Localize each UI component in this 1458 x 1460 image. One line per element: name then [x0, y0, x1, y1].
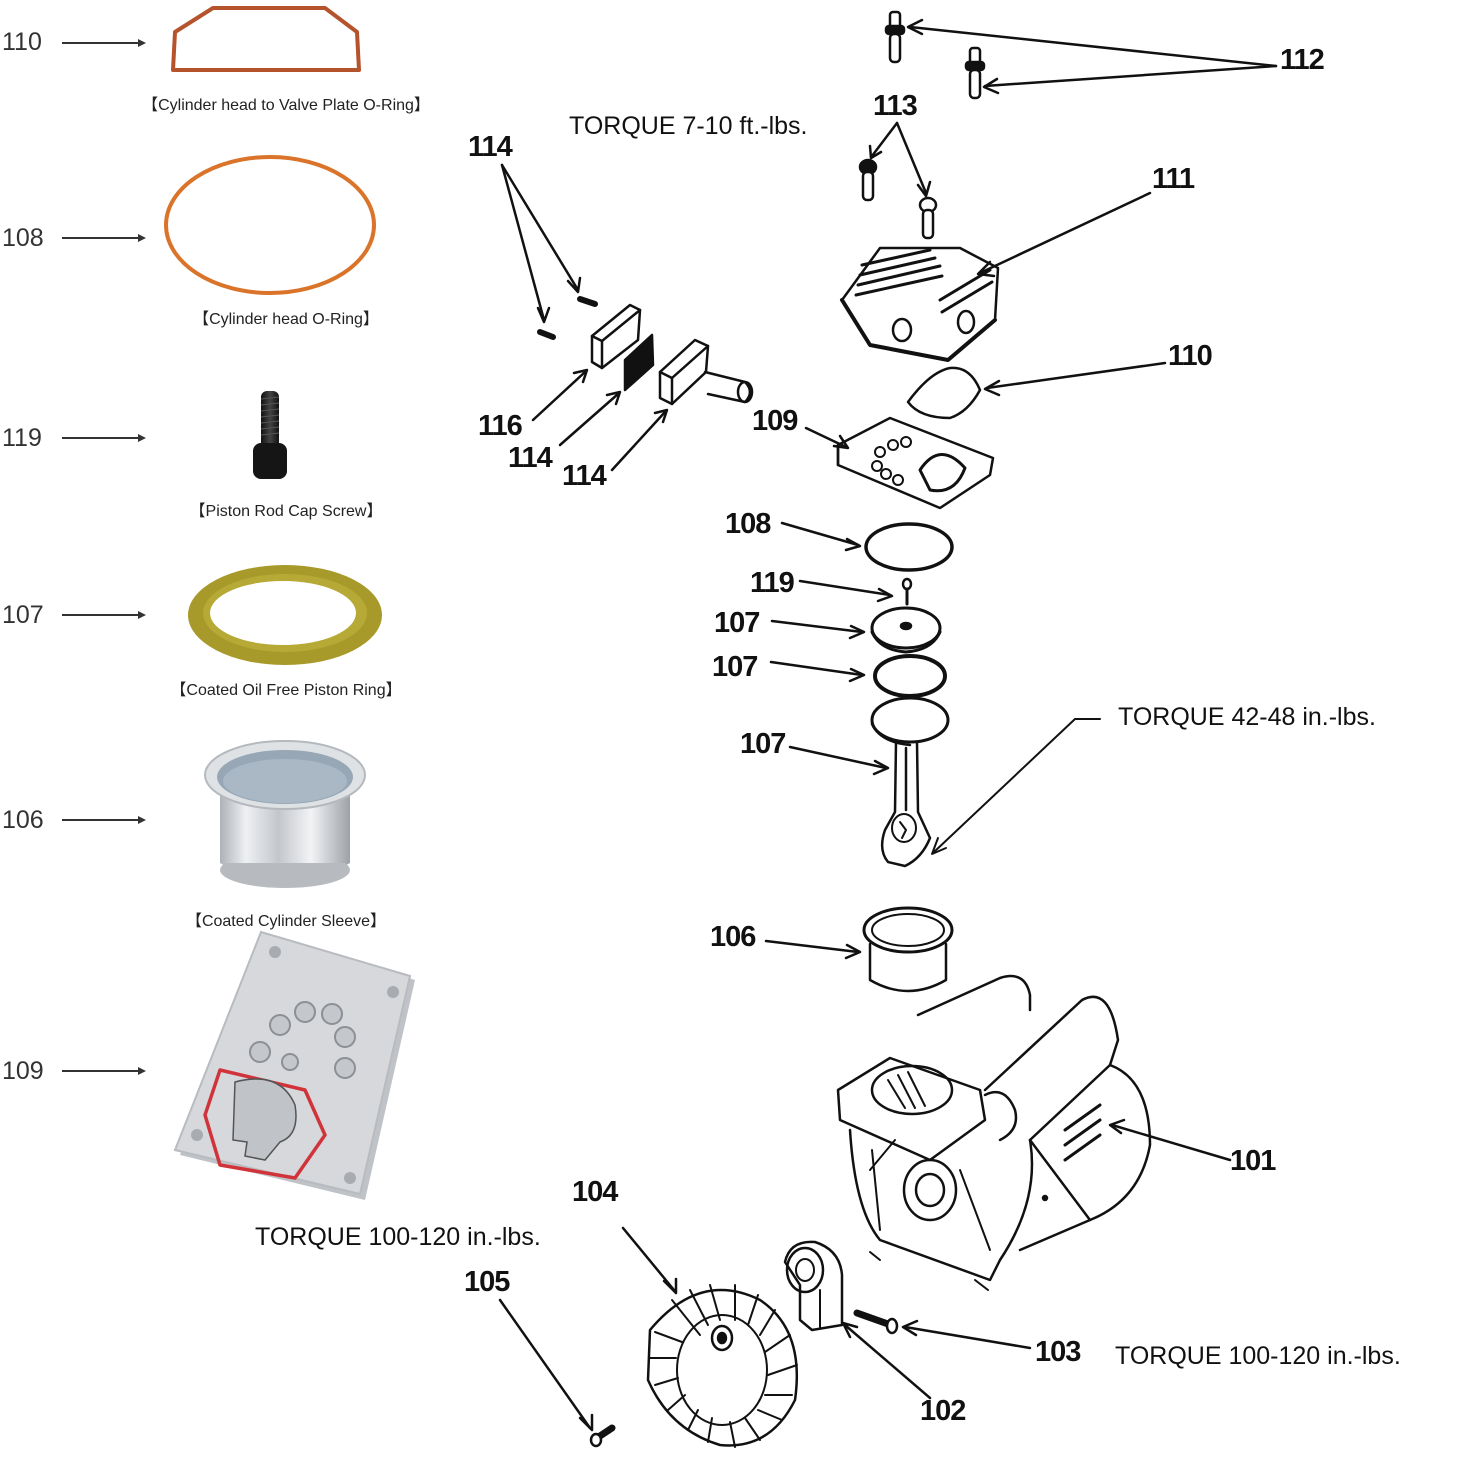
callout-106: 106 [710, 921, 756, 953]
connecting-rod-107 [870, 696, 950, 868]
leader-111 [976, 191, 1152, 278]
legend-caption-119: 【Piston Rod Cap Screw】 [189, 503, 383, 520]
leader-110 [983, 361, 1167, 397]
leader-101 [1108, 1118, 1232, 1162]
legend-arrow-109 [62, 1067, 146, 1075]
leader-108 [780, 521, 862, 552]
callout-105: 105 [464, 1266, 510, 1298]
callout-107-cap: 107 [714, 607, 760, 639]
leader-114-low [610, 408, 669, 472]
leader-112 [906, 18, 1278, 95]
legend-arrow-106 [62, 816, 146, 824]
reed-114 [623, 333, 655, 392]
legend-caption-106: 【Coated Cylinder Sleeve】 [185, 913, 387, 930]
legend-arrow-119 [62, 434, 146, 442]
leader-107-a [770, 619, 866, 640]
callout-107-ring: 107 [712, 651, 758, 683]
oring-108-photo [164, 155, 376, 295]
piston-ring-107-photo [188, 565, 382, 665]
stud-112-a [884, 10, 906, 64]
valve-plate-109 [836, 416, 995, 510]
screw-105 [589, 1424, 616, 1448]
torque-note-rod-cap: TORQUE 42-48 in.-lbs. [1118, 703, 1376, 731]
callout-112: 112 [1280, 44, 1325, 76]
legend-number-109: 109 [2, 1057, 44, 1085]
callout-109: 109 [752, 405, 798, 437]
leader-103 [901, 1319, 1032, 1350]
legend-caption-110: 【Cylinder head to Valve Plate O-Ring】 [142, 97, 430, 114]
piston-ring-107 [873, 654, 947, 698]
leader-torque-rod [931, 718, 1101, 855]
callout-101: 101 [1230, 1145, 1276, 1177]
callout-116: 116 [478, 410, 523, 442]
cylinder-sleeve-106 [862, 906, 954, 993]
callout-102: 102 [920, 1395, 966, 1427]
retainer-116 [590, 303, 642, 370]
callout-108: 108 [725, 508, 771, 540]
leader-104 [621, 1226, 678, 1295]
callout-104: 104 [572, 1176, 618, 1208]
callout-111: 111 [1152, 163, 1195, 195]
callout-119: 119 [750, 567, 795, 599]
leader-107-b [769, 660, 866, 683]
bolt-113-a [858, 158, 878, 202]
callout-114-top: 114 [468, 131, 513, 163]
stud-112-b [964, 46, 986, 100]
torque-note-head-bolts: TORQUE 7-10 ft.-lbs. [569, 112, 808, 140]
leader-113 [868, 121, 932, 198]
legend-number-107: 107 [2, 601, 44, 629]
leader-109 [804, 426, 850, 450]
cylinder-sleeve-106-photo [204, 740, 366, 888]
leader-114-top [500, 163, 582, 324]
bolt-113-b [918, 196, 938, 240]
callout-103: 103 [1035, 1336, 1081, 1368]
leader-116 [531, 368, 589, 422]
leader-106 [764, 939, 862, 960]
leader-119 [798, 579, 894, 603]
leader-114-mid [558, 390, 622, 447]
screw-119 [901, 577, 913, 606]
legend-caption-108: 【Cylinder head O-Ring】 [193, 311, 379, 328]
reed-block-114 [658, 338, 754, 406]
valve-plate-109-photo [173, 930, 415, 1200]
oring-108 [864, 522, 954, 572]
torque-note-eccentric: TORQUE 100-120 in.-lbs. [1115, 1342, 1401, 1370]
legend-arrow-108 [62, 234, 146, 242]
screw-114-b [577, 296, 598, 307]
gasket-110 [906, 366, 982, 420]
legend-number-106: 106 [2, 806, 44, 834]
screw-114-a [537, 329, 556, 340]
cap-screw-119-photo [253, 391, 287, 479]
callout-114-low: 114 [562, 460, 607, 492]
oring-110-photo [171, 6, 361, 72]
torque-note-fan: TORQUE 100-120 in.-lbs. [255, 1223, 541, 1251]
motor-crankcase-101 [836, 974, 1152, 1291]
cylinder-head-111 [840, 246, 1000, 362]
eccentric-102 [783, 1240, 844, 1332]
leader-105 [498, 1298, 594, 1432]
callout-113: 113 [873, 90, 918, 122]
leader-102 [841, 1321, 932, 1400]
legend-number-119: 119 [2, 424, 42, 452]
leader-107-c [788, 745, 890, 776]
legend-arrow-107 [62, 611, 146, 619]
piston-cap-107 [870, 606, 942, 654]
legend-arrow-110 [62, 39, 146, 47]
fan-104 [646, 1284, 799, 1448]
legend-caption-107: 【Coated Oil Free Piston Ring】 [170, 682, 402, 699]
legend-number-108: 108 [2, 224, 44, 252]
legend-number-110: 110 [2, 28, 42, 56]
bolt-103 [853, 1309, 899, 1335]
callout-107-rod: 107 [740, 728, 786, 760]
callout-110: 110 [1168, 340, 1213, 372]
callout-114-mid: 114 [508, 442, 553, 474]
